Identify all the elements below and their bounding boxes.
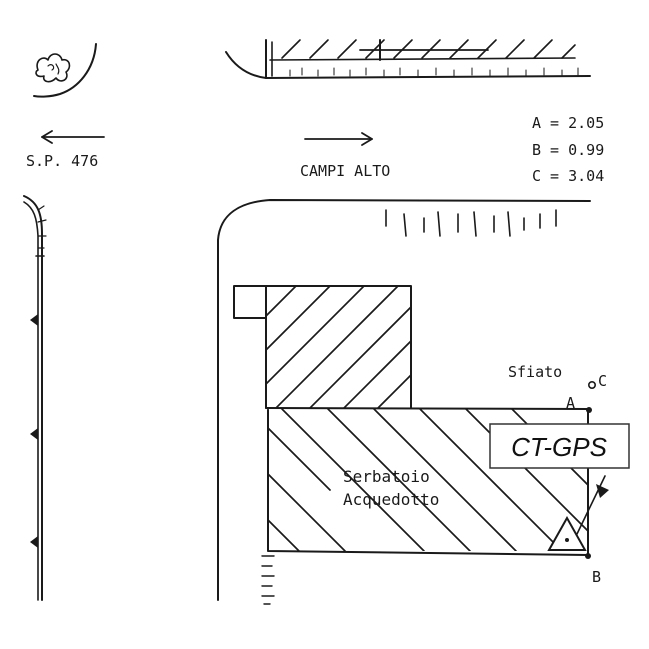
marker-left-3 bbox=[30, 536, 38, 548]
point-a-label: A bbox=[566, 394, 575, 412]
point-a-marker bbox=[586, 407, 592, 413]
point-b-marker bbox=[585, 553, 591, 559]
tank-label-line1: Serbatoio bbox=[343, 467, 430, 486]
measure-c: C = 3.04 bbox=[532, 167, 604, 185]
arrow-right-icon bbox=[304, 132, 373, 146]
ct-gps-label: CT-GPS bbox=[511, 432, 607, 462]
triangle-survey-marker-icon bbox=[547, 515, 587, 551]
road-curb-top-left bbox=[33, 43, 97, 98]
top-wall bbox=[225, 39, 591, 79]
upper-block bbox=[265, 285, 412, 409]
ground-marks-left bbox=[261, 555, 275, 605]
marker-left-1 bbox=[30, 314, 38, 326]
road-edge-left bbox=[23, 195, 47, 601]
road-label: S.P. 476 bbox=[26, 152, 98, 170]
annex-box bbox=[233, 285, 267, 319]
tank-label-line2: Acquedotto bbox=[343, 490, 439, 509]
measurements: A = 2.05 B = 0.99 C = 3.04 bbox=[532, 114, 604, 185]
measure-b: B = 0.99 bbox=[532, 141, 604, 159]
point-c-marker bbox=[587, 380, 596, 389]
measure-a: A = 2.05 bbox=[532, 114, 604, 132]
marker-left-2 bbox=[30, 428, 38, 440]
ct-gps-box: CT-GPS bbox=[489, 423, 630, 469]
locality-label: CAMPI ALTO bbox=[300, 162, 390, 180]
vent-label: Sfiato bbox=[508, 363, 562, 381]
point-c-label: C bbox=[598, 372, 607, 390]
tree-icon bbox=[35, 53, 71, 83]
point-b-label: B bbox=[592, 568, 601, 586]
pointer-arrow-icon bbox=[576, 475, 609, 535]
arrow-left-icon bbox=[41, 130, 105, 144]
road-curb-middle bbox=[217, 199, 591, 601]
